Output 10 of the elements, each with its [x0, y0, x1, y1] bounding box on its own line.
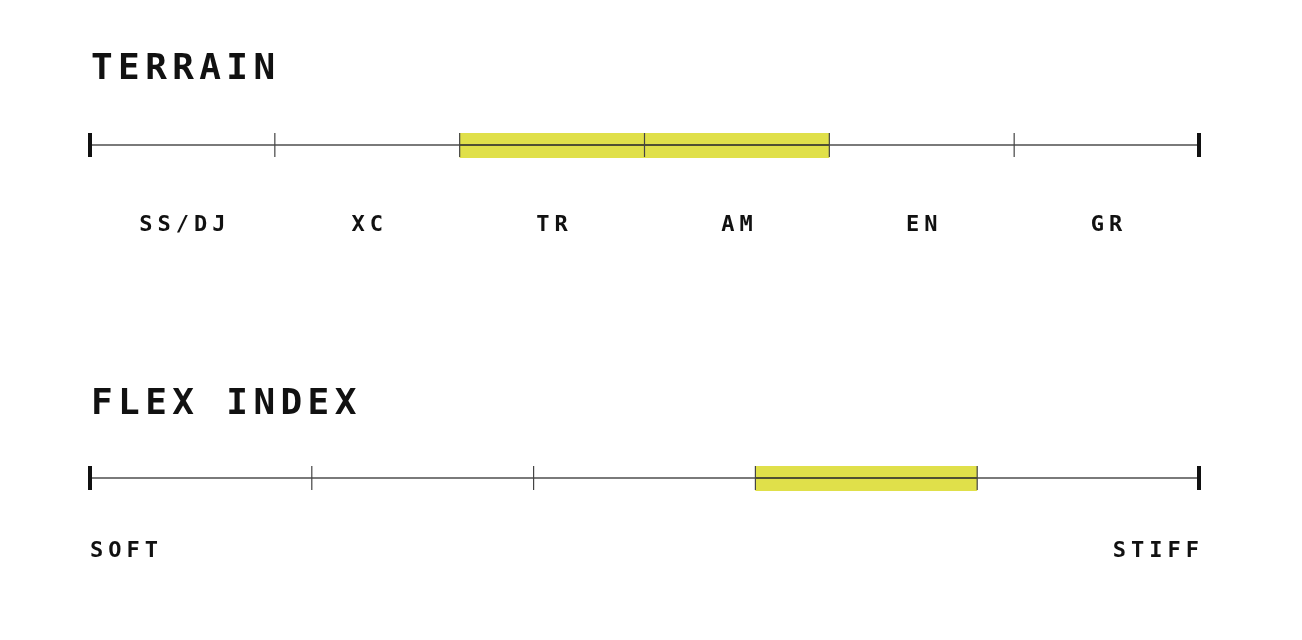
section-heading: TERRAIN [91, 49, 281, 85]
category-label: EN [906, 213, 943, 235]
section-heading: FLEX INDEX [91, 384, 362, 420]
category-label: TR [536, 213, 573, 235]
category-label: SS/DJ [139, 213, 231, 235]
category-label: AM [721, 213, 758, 235]
scale-end-label: SOFT [90, 539, 163, 561]
category-label: XC [351, 213, 388, 235]
scale-end-label: STIFF [1112, 539, 1204, 561]
category-label: GR [1090, 213, 1128, 235]
